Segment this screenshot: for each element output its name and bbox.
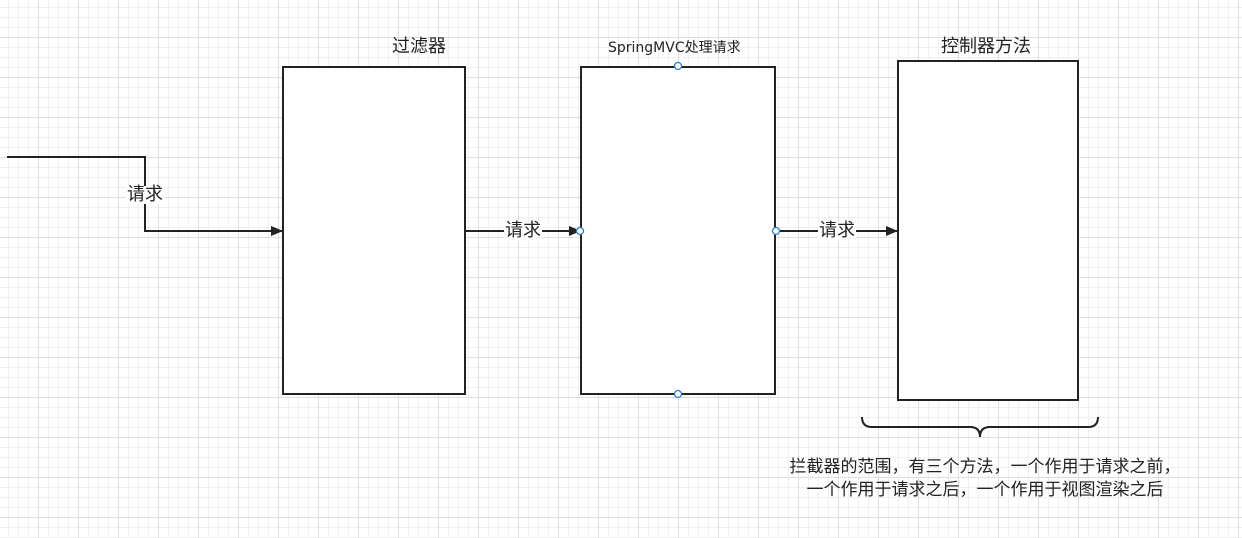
interceptor-scope-brace (861, 416, 1099, 438)
controller-box[interactable] (897, 60, 1079, 401)
connection-handle-top[interactable] (673, 61, 683, 71)
connection-handle-right[interactable] (771, 226, 781, 236)
filter-to-springmvc-edge-label: 请求 (504, 220, 542, 241)
incoming-edge-label: 请求 (126, 184, 164, 205)
interceptor-note-line-2: 一个作用于请求之后，一个作用于视图渲染之后 (806, 480, 1164, 500)
springmvc-box[interactable] (580, 66, 776, 395)
connection-handle-left[interactable] (575, 226, 585, 236)
springmvc-to-controller-edge-label: 请求 (818, 220, 856, 241)
filter-title: 过滤器 (392, 36, 446, 57)
interceptor-note-line-1: 拦截器的范围，有三个方法，一个作用于请求之前， (789, 457, 1181, 477)
interceptor-note: 拦截器的范围，有三个方法，一个作用于请求之前， 一个作用于请求之后，一个作用于视… (760, 456, 1210, 502)
controller-title: 控制器方法 (941, 36, 1031, 57)
connection-handle-bottom[interactable] (673, 389, 683, 399)
springmvc-title: SpringMVC处理请求 (608, 40, 741, 56)
filter-box[interactable] (282, 66, 466, 395)
